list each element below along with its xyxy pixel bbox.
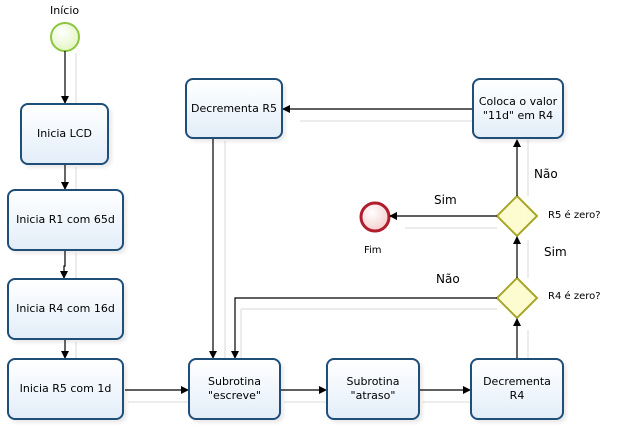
edge-label-r5-nao: Não [534,167,558,181]
gateway-r4-label: R4 é zero? [548,291,601,302]
start-event [50,22,80,52]
task-inicia-r1: Inicia R1 com 65d [7,189,124,251]
edge-label-r5-sim: Sim [434,193,457,207]
task-decrementa-r5: Decrementa R5 [185,78,283,139]
edge-label-r4-nao: Não [436,272,460,286]
task-inicia-lcd: Inicia LCD [20,103,109,165]
gateway-r4-zero [495,276,539,320]
task-coloca-valor: Coloca o valor "11d" em R4 [472,78,564,139]
task-decrementa-r4: Decrementa R4 [470,358,564,420]
task-subrotina-atraso: Subrotina "atraso" [326,358,420,420]
edge-r1-r4 [60,251,68,279]
edge-r4-nao [231,297,497,359]
gateway-r5-zero [495,194,539,238]
start-label: Início [50,4,80,17]
edge-label-r4-sim: Sim [544,245,567,259]
task-inicia-r4: Inicia R4 com 16d [7,278,124,340]
end-label: Fim [364,245,382,256]
gateway-r5-label: R5 é zero? [548,210,601,221]
task-inicia-r5: Inicia R5 com 1d [7,358,124,420]
task-subrotina-escreve: Subrotina "escreve" [188,358,281,420]
end-event [359,201,391,233]
